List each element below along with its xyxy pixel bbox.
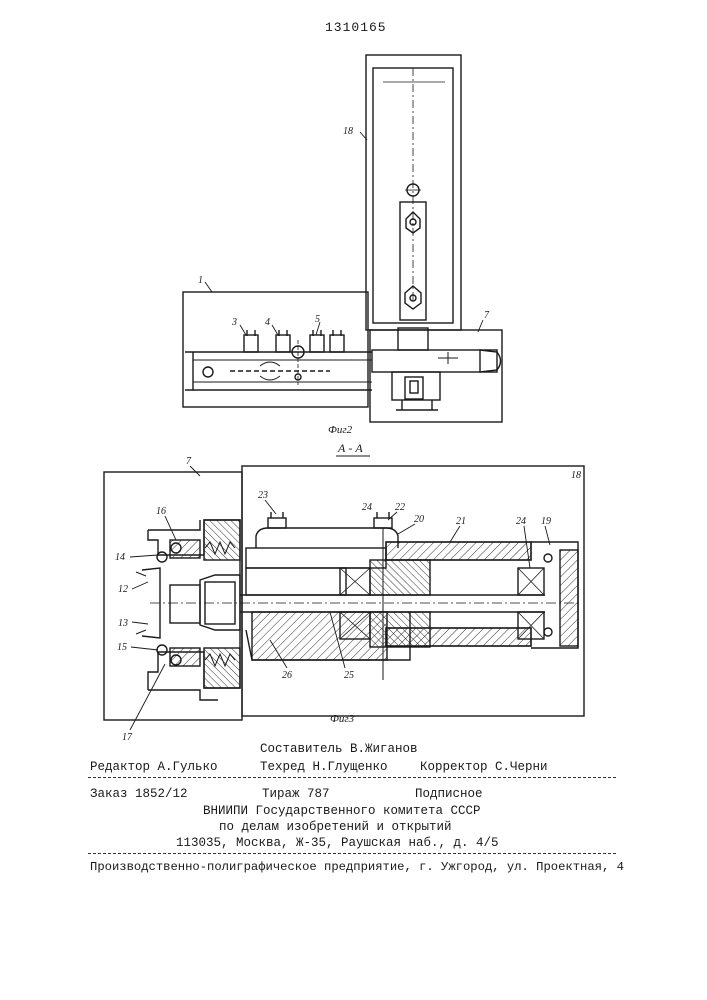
fig3-label-15: 15 [117, 642, 127, 653]
printer-line: Производственно-полиграфическое предприя… [90, 860, 624, 874]
fig2-label-1: 1 [198, 275, 203, 286]
fig2-label-18: 18 [343, 126, 353, 137]
fig3-label-7: 7 [186, 456, 192, 467]
fig2-label-3: 3 [231, 317, 237, 328]
arm-18-outer [366, 55, 461, 330]
fig3-label-18: 18 [571, 470, 581, 481]
fig3-label-17: 17 [122, 732, 133, 743]
fig3-label-20: 20 [414, 514, 424, 525]
figure-2 [183, 55, 502, 422]
fig3-label-19: 19 [541, 516, 551, 527]
fig3-label-21: 21 [456, 516, 466, 527]
org-line-1: ВНИИПИ Государственного комитета СССР [203, 804, 481, 818]
org-line-2: по делам изобретений и открытий [219, 820, 452, 834]
fig3-label-24a: 24 [362, 502, 372, 513]
fig2-caption: Фиг2 [328, 424, 353, 436]
fig3-label-26: 26 [282, 670, 292, 681]
fig3-label-13: 13 [118, 618, 128, 629]
compiler-line: Составитель В.Жиганов [260, 742, 418, 756]
fig3-label-22: 22 [395, 502, 405, 513]
fig3-label-16: 16 [156, 506, 166, 517]
figure-3 [104, 466, 584, 720]
order-line: Заказ 1852/12 [90, 787, 188, 801]
address-line: 113035, Москва, Ж-35, Раушская наб., д. … [176, 836, 499, 850]
rule-top [88, 777, 616, 778]
fig3-label-14: 14 [115, 552, 125, 563]
editor-line: Редактор А.Гулько [90, 760, 218, 774]
box-7 [370, 330, 502, 422]
corrector-line: Корректор С.Черни [420, 760, 548, 774]
fig3-label-23: 23 [258, 490, 268, 501]
fig3-caption: Фиг3 [330, 713, 355, 725]
fig3-label-25: 25 [344, 670, 354, 681]
fig2-label-4: 4 [265, 317, 270, 328]
fig3-section-title: А - А [337, 441, 363, 455]
fig3-label-12: 12 [118, 584, 128, 595]
fig2-label-7: 7 [484, 310, 490, 321]
fig3-label-24b: 24 [516, 516, 526, 527]
techred-line: Техред Н.Глущенко [260, 760, 388, 774]
fig2-label-5: 5 [315, 314, 320, 325]
circulation-line: Тираж 787 [262, 787, 330, 801]
rule-bottom [88, 853, 616, 854]
subscription-line: Подписное [415, 787, 483, 801]
